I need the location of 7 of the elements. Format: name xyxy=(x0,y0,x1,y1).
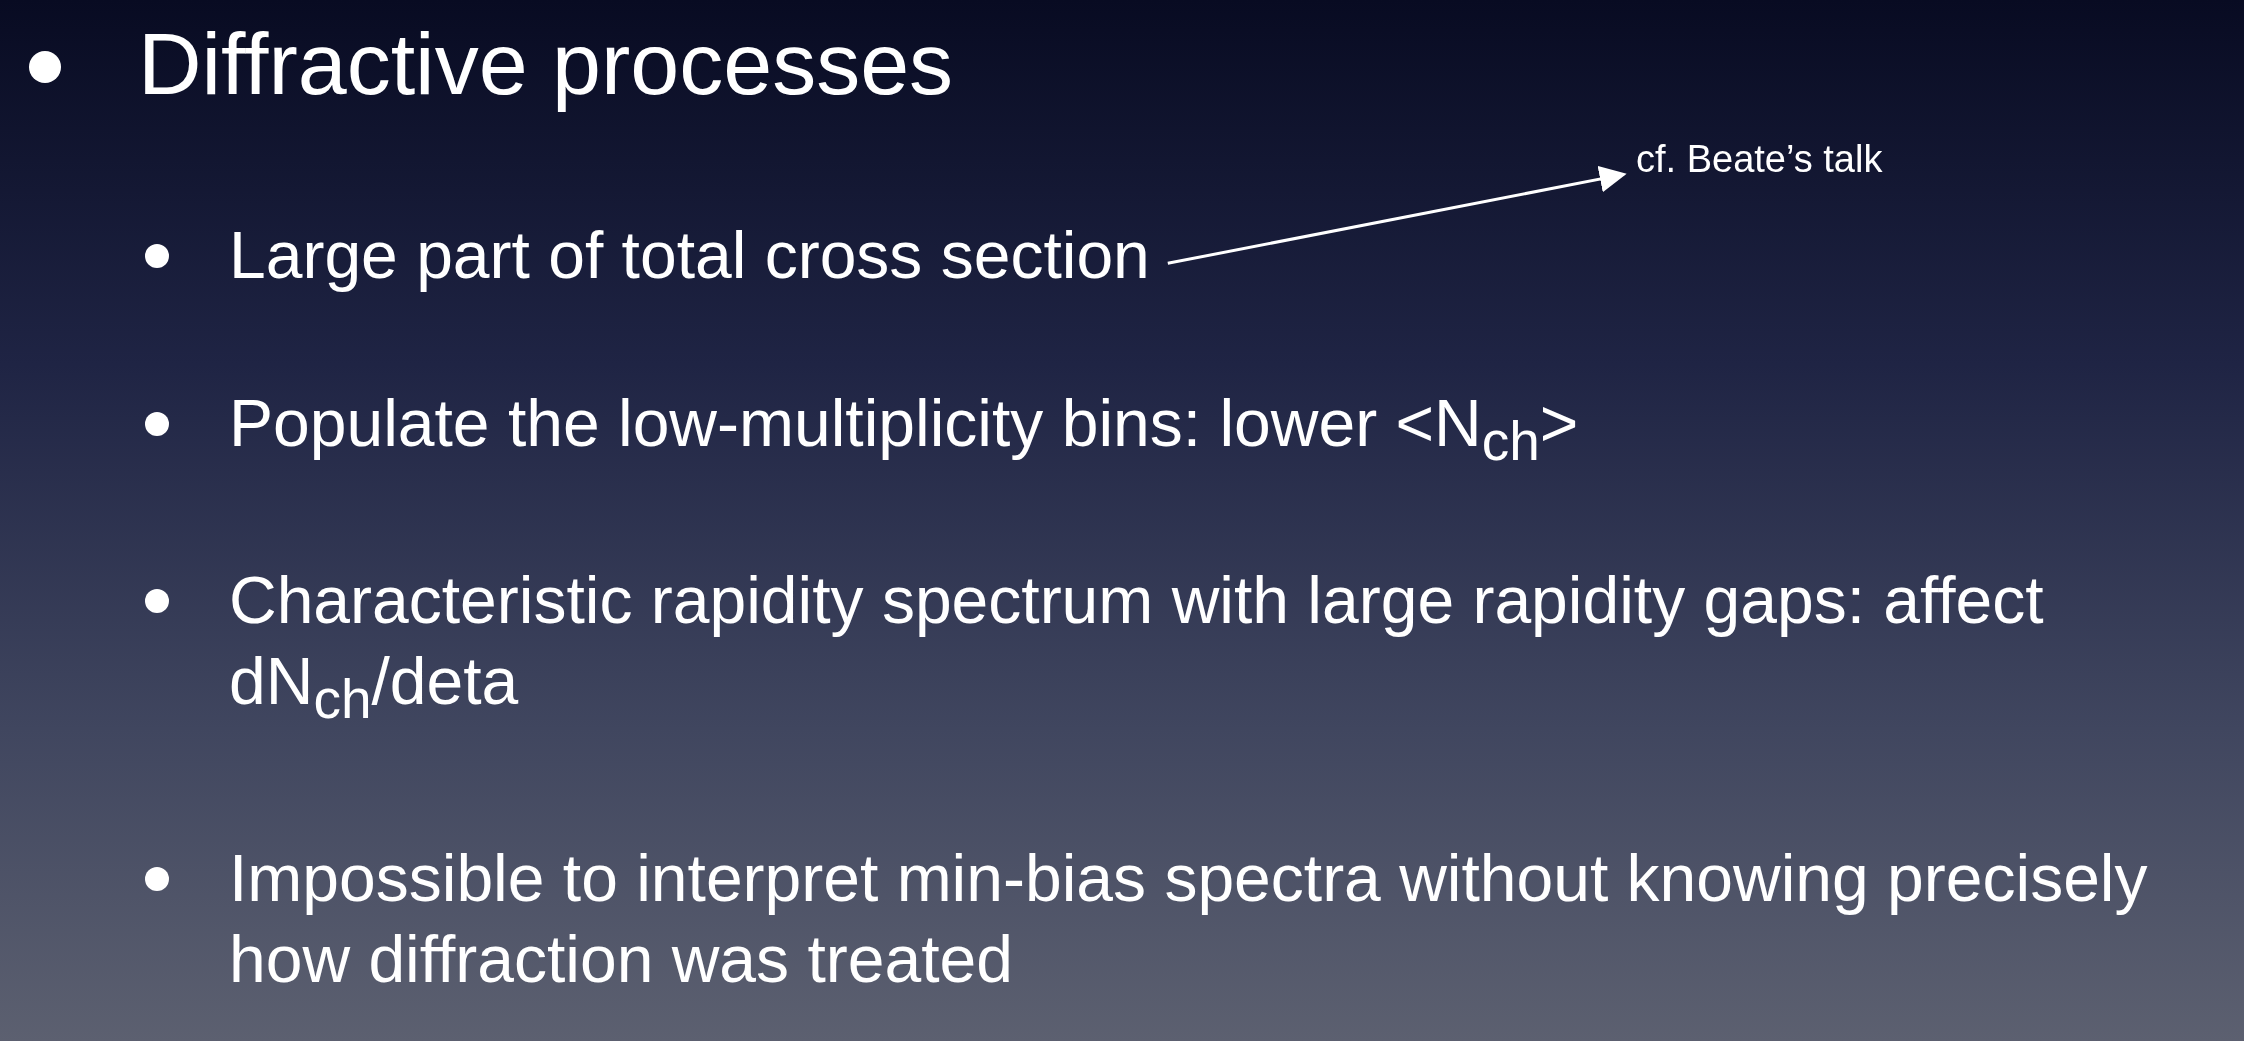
bullet-text: Populate the low-multiplicity bins: lower <N$_{ch}$> xyxy=(229,385,1580,475)
bullet-text: Characteristic rapidity spectrum with large rapidity gaps: affect dN$_{ch}$/deta xyxy=(229,562,2045,732)
bullet-text: Large part of total cross section xyxy=(229,217,1150,294)
note-text: cf. Beate’s talk xyxy=(1636,137,1883,182)
bullet-text: Impossible to interpret min-bias spectra without knowing precisely how diffraction was treated xyxy=(229,840,2149,998)
heading: Diffractive processes xyxy=(138,13,954,115)
arrow xyxy=(1167,165,1627,265)
